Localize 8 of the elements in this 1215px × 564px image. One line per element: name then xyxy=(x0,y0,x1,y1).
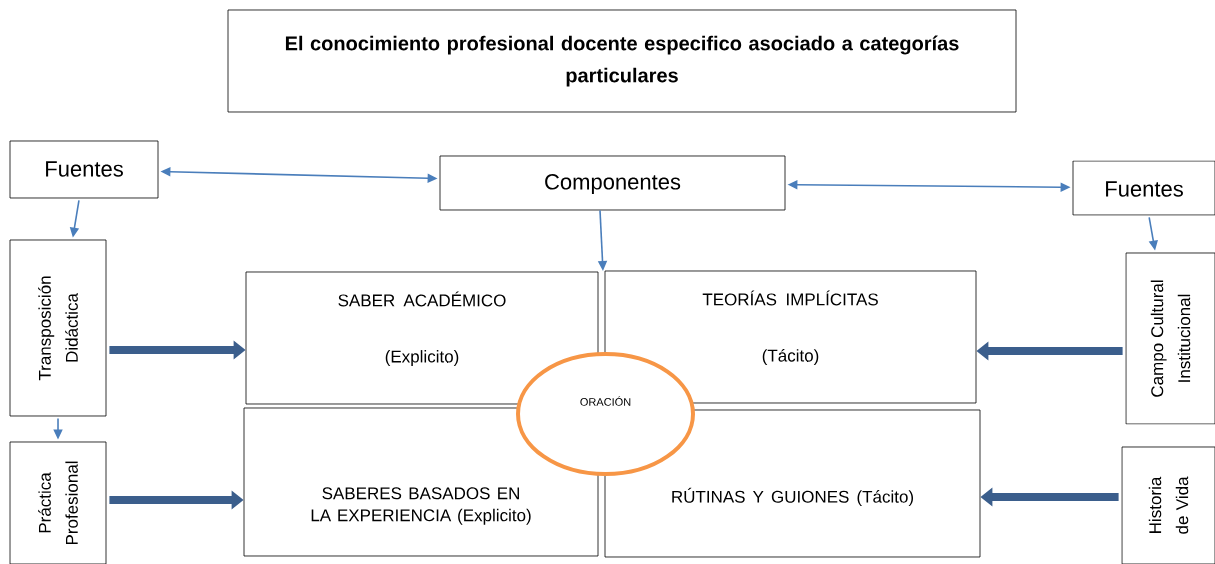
text-box: Fuentes xyxy=(9,140,159,199)
text-box: Práctica Profesional xyxy=(9,441,107,564)
text-box: Campo Cultural Institucional xyxy=(1125,252,1215,425)
text-box: Fuentes xyxy=(1072,160,1215,216)
text-box: Historia de Vida xyxy=(1121,446,1215,564)
text-box: Transposición Didáctica xyxy=(9,239,107,417)
text-box: El conocimiento profesional docente especifico asociado a categorías particulares xyxy=(227,9,1017,113)
text-box: Componentes xyxy=(439,155,786,211)
